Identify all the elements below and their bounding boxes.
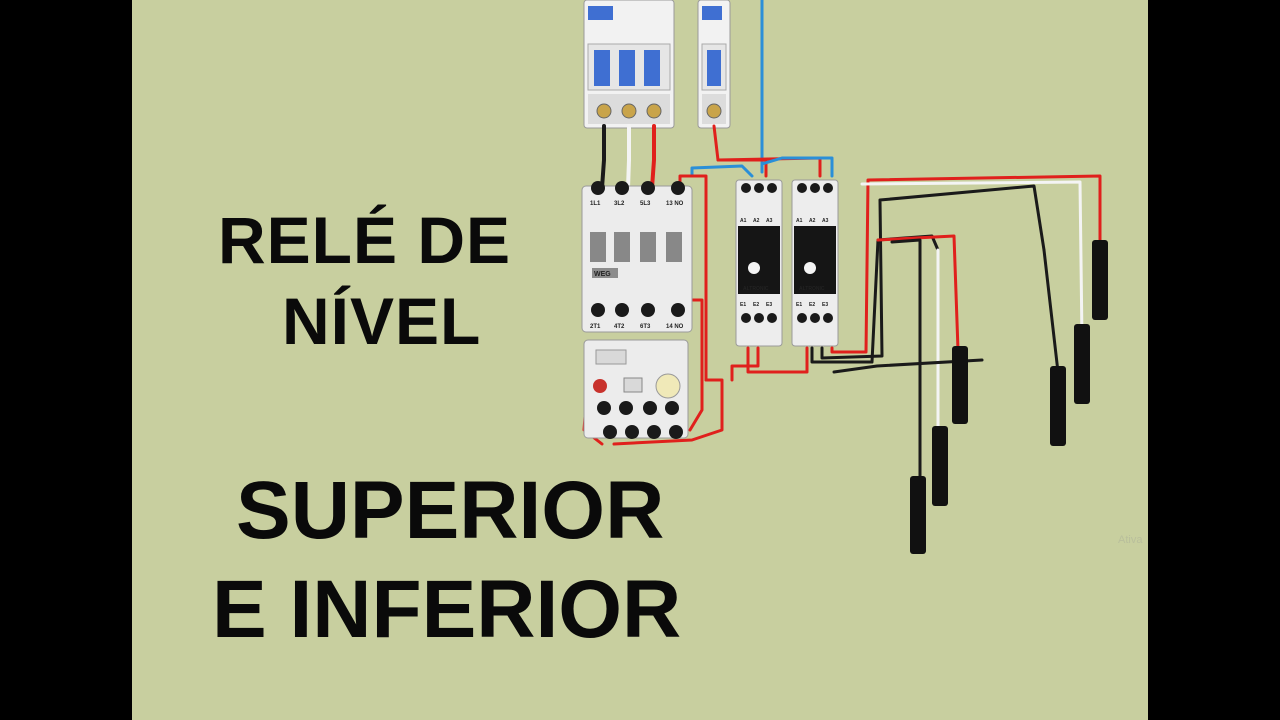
contactor-top-label-3: 5L3	[640, 201, 651, 207]
contactor-bottom-label-3: 6T3	[640, 324, 651, 330]
relay-1-bottom-e3: E3	[766, 302, 772, 308]
diagram-canvas: 1L1 3L2 5L3 13 NO WEG 2T1 4T2 6T3 14 NO	[132, 0, 1148, 720]
relay-1-top-a1: A1	[740, 218, 747, 224]
overload-relay	[583, 339, 689, 439]
relay-1-bottom-e2: E2	[753, 302, 759, 308]
title-line-1: RELÉ DE	[218, 203, 512, 277]
title-line-3: SUPERIOR	[236, 465, 665, 556]
level-electrodes	[910, 240, 1108, 554]
relay-2-bottom-e2: E2	[809, 302, 815, 308]
contactor-top-label-1: 1L1	[590, 201, 601, 207]
contactor-bottom-label-1: 2T1	[590, 324, 601, 330]
electrode-4	[1050, 366, 1066, 446]
contactor-top-label-2: 3L2	[614, 201, 625, 207]
relay-1-top-a3: A3	[766, 218, 773, 224]
electrode-3	[952, 346, 968, 424]
relay-2-top-a1: A1	[796, 218, 803, 224]
relay-1-bottom-e1: E1	[740, 302, 746, 308]
relay-2-top-a2: A2	[809, 218, 816, 224]
contactor-bottom-label-4: 14 NO	[666, 324, 684, 330]
relay-2-top-a3: A3	[822, 218, 829, 224]
contactor-top-label-4: 13 NO	[666, 201, 684, 207]
single-pole-breaker	[697, 0, 731, 129]
title-line-4: E INFERIOR	[212, 564, 682, 655]
level-relay-1: A1 A2 A3 ALTRONIC E1 E2 E3	[735, 179, 783, 347]
electrode-2	[932, 426, 948, 506]
contactor-bottom-label-2: 4T2	[614, 324, 625, 330]
wiring	[582, 0, 1102, 482]
relay-2-bottom-e3: E3	[822, 302, 828, 308]
three-pole-breaker	[583, 0, 675, 129]
wiring-diagram: 1L1 3L2 5L3 13 NO WEG 2T1 4T2 6T3 14 NO	[581, 0, 1108, 554]
contactor-brand: WEG	[594, 271, 611, 278]
relay-2-brand: ALTRONIC	[799, 286, 825, 292]
watermark-text: Ativa	[1118, 534, 1143, 546]
electrode-6	[1092, 240, 1108, 320]
level-relay-2: A1 A2 A3 ALTRONIC E1 E2 E3	[791, 179, 839, 347]
relay-1-brand: ALTRONIC	[743, 286, 769, 292]
relay-2-bottom-e1: E1	[796, 302, 802, 308]
relay-1-top-a2: A2	[753, 218, 760, 224]
title-line-2: NÍVEL	[282, 284, 482, 358]
electrode-1	[910, 476, 926, 554]
contactor: 1L1 3L2 5L3 13 NO WEG 2T1 4T2 6T3 14 NO	[581, 181, 693, 333]
electrode-5	[1074, 324, 1090, 404]
